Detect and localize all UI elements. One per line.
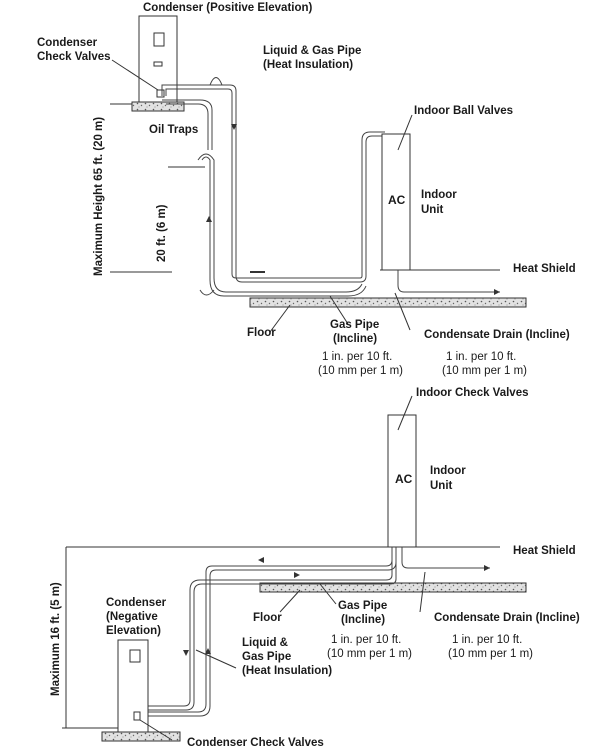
- top-drain-slope-label-2: (10 mm per 1 m): [442, 365, 527, 377]
- bottom-condenser-label-3: Elevation): [106, 625, 161, 637]
- top-heat-shield-label: Heat Shield: [513, 263, 576, 275]
- top-liquid-gas-pipe: [161, 77, 385, 297]
- bottom-condensate-drain-label: Condensate Drain (Incline): [434, 612, 580, 624]
- top-liquid-gas-pipe-label-1: Liquid & Gas Pipe: [263, 45, 362, 57]
- top-condenser-label: Condenser (Positive Elevation): [143, 2, 313, 14]
- top-floor-label: Floor: [247, 327, 276, 339]
- bottom-indoor-unit-label-1: Indoor: [430, 465, 466, 477]
- top-indoor-unit: [381, 133, 411, 271]
- top-floor-slab: [249, 297, 527, 308]
- bottom-floor-slab: [259, 582, 527, 593]
- bottom-indoor-unit-label-2: Unit: [430, 480, 453, 492]
- bottom-drain-slope-label-2: (10 mm per 1 m): [448, 648, 533, 660]
- top-gas-slope-label-2: (10 mm per 1 m): [318, 365, 403, 377]
- bottom-diagram: [62, 395, 527, 742]
- bottom-ac-label: AC: [395, 472, 413, 486]
- bottom-condenser-label-1: Condenser: [106, 597, 167, 609]
- bottom-condenser-check-valves-label: Condenser Check Valves: [187, 737, 324, 749]
- bottom-condenser-unit: [117, 639, 149, 733]
- top-drain-slope-label-1: 1 in. per 10 ft.: [446, 351, 517, 363]
- top-gas-pipe-label-2: (Incline): [333, 333, 378, 345]
- bottom-condenser-check-valve: [133, 711, 141, 721]
- top-indoor-unit-label-2: Unit: [421, 204, 444, 216]
- top-condenser-check-valves-label-1: Condenser: [37, 37, 98, 49]
- top-indoor-unit-label-1: Indoor: [421, 189, 457, 201]
- top-condenser-pad: [131, 101, 185, 112]
- bottom-liquid-gas-pipe-label-1: Liquid &: [242, 637, 288, 649]
- top-condenser-unit: [138, 15, 178, 103]
- bottom-liquid-gas-pipe-label-3: (Heat Insulation): [242, 665, 333, 677]
- bottom-condenser-label-2: (Negative: [106, 611, 158, 623]
- bottom-indoor-unit: [387, 414, 417, 548]
- bottom-heat-shield-label: Heat Shield: [513, 545, 576, 557]
- top-gas-pipe-label-1: Gas Pipe: [330, 319, 380, 331]
- bottom-gas-pipe-label-2: (Incline): [341, 614, 386, 626]
- top-condensate-drain-label: Condensate Drain (Incline): [424, 329, 570, 341]
- top-gas-slope-label-1: 1 in. per 10 ft.: [322, 351, 393, 363]
- bottom-liquid-gas-pipe: [140, 547, 397, 717]
- top-indoor-ball-valves-label: Indoor Ball Valves: [414, 105, 514, 117]
- bottom-gas-pipe-label-1: Gas Pipe: [338, 600, 388, 612]
- top-condenser-check-valves-label-2: Check Valves: [37, 51, 111, 63]
- bottom-max-height-label: Maximum 16 ft. (5 m): [50, 582, 62, 696]
- top-oil-traps-label: Oil Traps: [149, 124, 199, 136]
- top-liquid-gas-pipe-label-2: (Heat Insulation): [263, 59, 354, 71]
- top-max-height-label: Maximum Height 65 ft. (20 m): [93, 116, 105, 276]
- bottom-gas-slope-label-1: 1 in. per 10 ft.: [331, 634, 402, 646]
- top-condenser-check-valve: [156, 89, 165, 98]
- bottom-gas-slope-label-2: (10 mm per 1 m): [327, 648, 412, 660]
- top-ac-label: AC: [388, 193, 406, 207]
- bottom-floor-label: Floor: [253, 612, 282, 624]
- top-condenser-vent: [153, 61, 163, 67]
- bottom-drain-slope-label-1: 1 in. per 10 ft.: [452, 634, 523, 646]
- top-trap-spacing-label: 20 ft. (6 m): [156, 204, 168, 262]
- bottom-condenser-display: [129, 649, 141, 663]
- top-diagram: [110, 15, 527, 333]
- bottom-condenser-pad: [101, 731, 181, 742]
- top-condenser-display: [153, 32, 165, 47]
- bottom-liquid-gas-pipe-label-2: Gas Pipe: [242, 651, 292, 663]
- bottom-indoor-check-valves-label: Indoor Check Valves: [416, 387, 529, 399]
